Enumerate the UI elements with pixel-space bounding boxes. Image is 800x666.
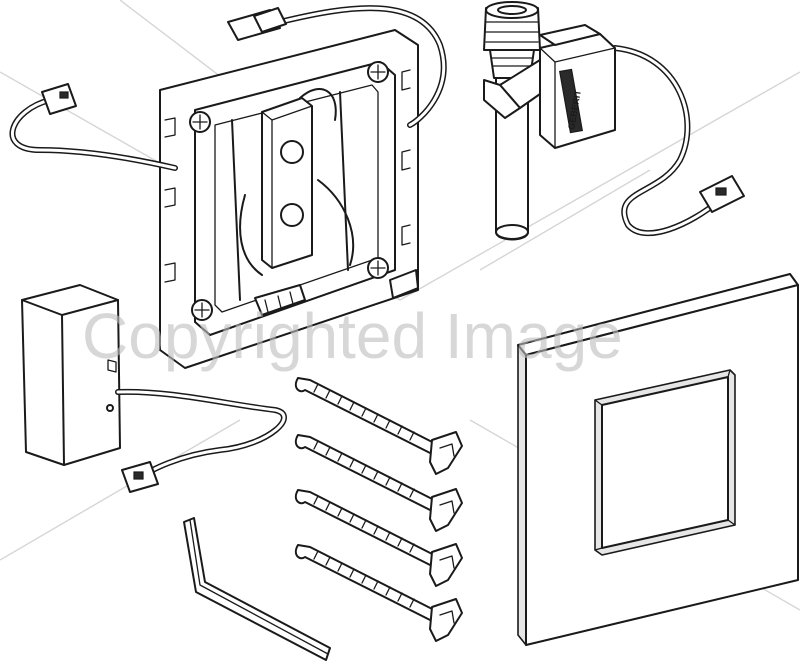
screw-icon [189, 111, 211, 133]
allen-key [183, 517, 331, 661]
connector-icon [227, 7, 287, 41]
screw-icon [191, 299, 213, 321]
cover-plate [517, 273, 799, 646]
threaded-rods [294, 377, 463, 642]
connector-icon [699, 175, 745, 213]
mounting-frame [159, 29, 419, 369]
threaded-rod [294, 544, 463, 642]
frame-cable-left [9, 83, 178, 171]
threaded-rod [294, 489, 463, 587]
connector-icon [41, 83, 77, 115]
threaded-rod [294, 377, 463, 475]
frame-cable-top [227, 5, 447, 128]
connector-icon [121, 461, 159, 493]
threaded-rod [294, 434, 463, 532]
screw-icon [367, 257, 389, 279]
watermark-text: Copyrighted Image [82, 300, 623, 372]
screw-icon [367, 61, 389, 83]
solenoid-valve: GEBERIT [483, 1, 745, 241]
power-supply-box [21, 284, 287, 493]
